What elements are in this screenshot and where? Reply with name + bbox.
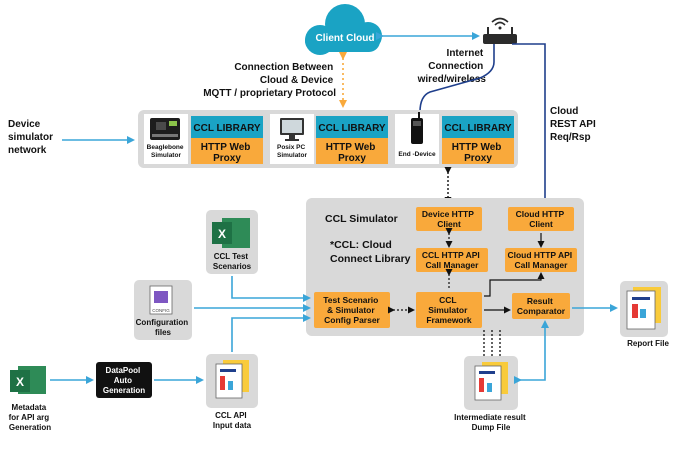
client-cloud-label: Client Cloud [316,33,375,44]
ccl-library-3: CCL LIBRARY [444,123,512,134]
svg-text:Test Scenario & Simulato: Test Scenario & Simulator Config Parser [323,295,381,325]
metadata-file: X Metadata for API arg Generation [9,366,52,432]
config-label: Configuration files [136,318,191,337]
svg-text:Cloud HTTP Client: Cloud HTTP Client [516,209,567,229]
test-scenarios-label: CCL Test Scenarios [213,252,252,271]
input-arrow [231,314,311,352]
http-proxy-1: HTTP Web Proxy [201,142,253,164]
simulator-title: CCL Simulator [325,213,398,225]
framework-cloud-manager-link [484,272,545,297]
dump-file-label: Intermediate result Dump File [454,413,528,432]
cloud-api-call-manager: Cloud HTTP API Call Manager [505,248,577,272]
http-proxy-3: HTTP Web Proxy [452,142,504,164]
configuration-file: CONFIG Configuration files [134,280,192,340]
result-comparator: Result Comparator [512,293,570,319]
monitor-icon [280,118,304,141]
device-posix-pc: Posix PC Simulator CCL LIBRARY HTTP Web … [270,114,388,164]
board-icon [150,118,180,140]
svg-text:Cloud HTTP API Call Mana: Cloud HTTP API Call Manager [507,250,574,270]
datapool-label: DataPool Auto Generation [103,366,145,395]
client-cloud: Client Cloud [305,4,382,55]
device-http-client: Device HTTP Client [416,207,482,231]
simulator-framework: CCL Simulator Framework [416,292,482,328]
excel-icon: X [16,375,24,389]
posix-caption: Posix PC Simulator [277,144,307,159]
test-scenarios-file: X CCL Test Scenarios [206,210,258,274]
radio-icon [411,112,423,144]
report-file: Report File [620,281,669,348]
ccl-note: *CCL: Cloud Connect Library [330,239,411,265]
svg-text:CCL HTTP API Call Manage: CCL HTTP API Call Manager [422,250,482,270]
ccl-library-2: CCL LIBRARY [318,123,386,134]
device-beaglebone: Beaglebone Simulator CCL LIBRARY HTTP We… [144,114,263,164]
device-sim-label: Device simulator network [8,119,56,156]
cloud-api-label: Cloud REST API Req/Rsp [550,106,599,143]
cloud-api-line [512,43,546,206]
config-parser: Test Scenario & Simulator Config Parser [314,292,390,328]
svg-text:Device HTTP Client: Device HTTP Client [422,209,476,229]
datapool-box: DataPool Auto Generation [96,362,152,398]
beaglebone-caption: Beaglebone Simulator [147,144,186,159]
svg-text:CCL Simulator Fram: CCL Simulator Framework [426,295,472,325]
api-input-file: CCL API Input data [206,354,258,430]
cloud-http-client: Cloud HTTP Client [508,207,574,231]
ccl-api-call-manager: CCL HTTP API Call Manager [416,248,488,272]
excel-icon: X [218,227,226,241]
api-input-label: CCL API Input data [213,411,252,430]
metadata-label: Metadata for API arg Generation [9,403,52,432]
connection-label: Connection Between Cloud & Device MQTT /… [203,62,336,99]
config-tag: CONFIG [152,308,170,313]
internet-label: Internet Connection wired/wireless [417,48,487,85]
router-device-cable [419,44,495,113]
svg-text:Result Comparator: Result Comparator [517,296,566,316]
end-device-caption: End -Device [398,151,436,158]
dump-comparator-link [514,320,549,384]
ccl-library-1: CCL LIBRARY [193,123,261,134]
device-end-device: End -Device CCL LIBRARY HTTP Web Proxy [395,112,514,164]
http-proxy-2: HTTP Web Proxy [326,142,378,164]
router-icon [483,17,517,44]
scenarios-arrow [231,276,311,302]
report-file-label: Report File [627,339,669,348]
dump-file: Intermediate result Dump File [454,356,528,432]
